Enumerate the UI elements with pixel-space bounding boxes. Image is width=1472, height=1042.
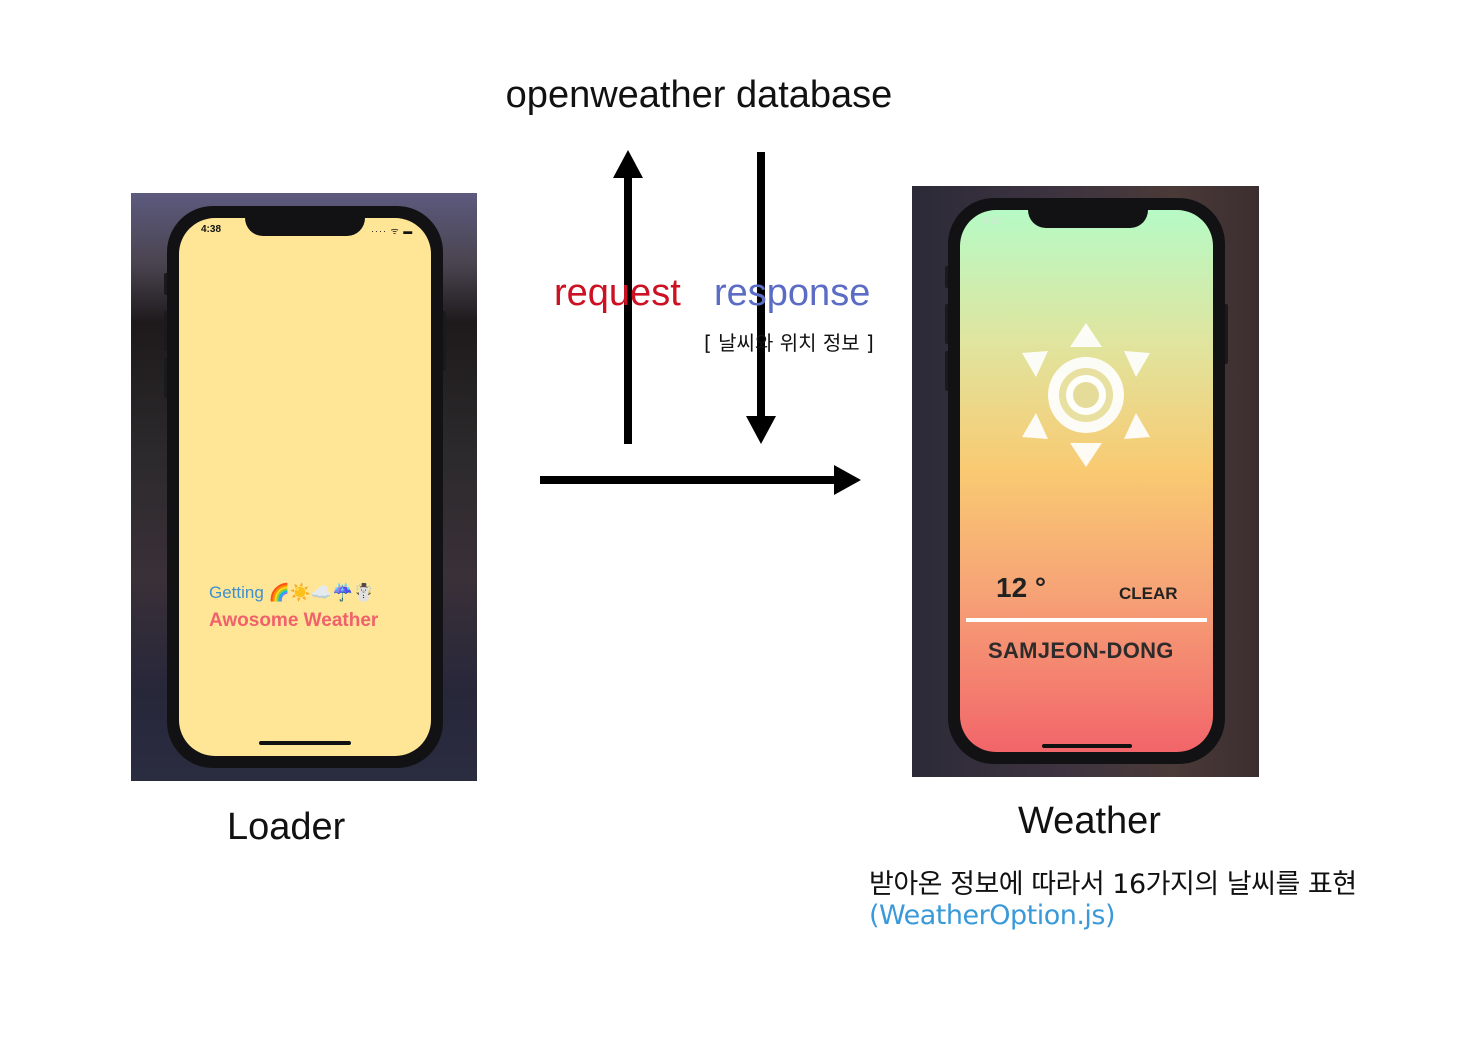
notch (1028, 210, 1148, 228)
status-time: 4:37 (982, 216, 1003, 227)
weather-screenshot: 4:37 12 ° CLEAR SAMJEON-DONG (912, 186, 1259, 777)
divider (966, 618, 1207, 622)
loader-screenshot: 4:38 ···· ᯤ ▬ Getting 🌈☀️☁️☔️☃️ Awosome … (131, 193, 477, 781)
weather-caption: Weather (1018, 800, 1161, 842)
navigation-arrow (540, 465, 861, 495)
loader-screen: 4:38 ···· ᯤ ▬ Getting 🌈☀️☁️☔️☃️ Awosome … (179, 218, 431, 756)
weather-condition: CLEAR (1119, 584, 1178, 603)
loader-caption: Loader (227, 806, 346, 848)
notch (245, 218, 365, 236)
database-label: openweather database (505, 74, 893, 116)
getting-text: Getting 🌈☀️☁️☔️☃️ (209, 583, 375, 602)
status-icons: ···· ᯤ ▬ (371, 226, 414, 236)
phone-frame: 4:37 12 ° CLEAR SAMJEON-DONG (948, 198, 1225, 764)
city-name: SAMJEON-DONG (988, 638, 1174, 663)
request-arrow (613, 150, 643, 444)
response-label: response (714, 272, 871, 314)
home-indicator (1042, 744, 1132, 748)
request-label: request (554, 272, 681, 314)
sun-icon (1022, 323, 1150, 467)
status-time: 4:38 (201, 224, 222, 235)
response-arrow (746, 152, 776, 444)
temperature: 12 ° (996, 572, 1047, 603)
response-sublabel: [ 날씨와 위치 정보 ] (704, 331, 874, 355)
phone-frame: 4:38 ···· ᯤ ▬ Getting 🌈☀️☁️☔️☃️ Awosome … (167, 206, 443, 768)
weather-option-file: (WeatherOption.js) (869, 900, 1116, 931)
home-indicator (259, 741, 351, 745)
weather-screen: 4:37 12 ° CLEAR SAMJEON-DONG (960, 210, 1213, 752)
app-title: Awosome Weather (209, 610, 379, 631)
weather-description: 받아온 정보에 따라서 16가지의 날씨를 표현 (869, 869, 1357, 900)
